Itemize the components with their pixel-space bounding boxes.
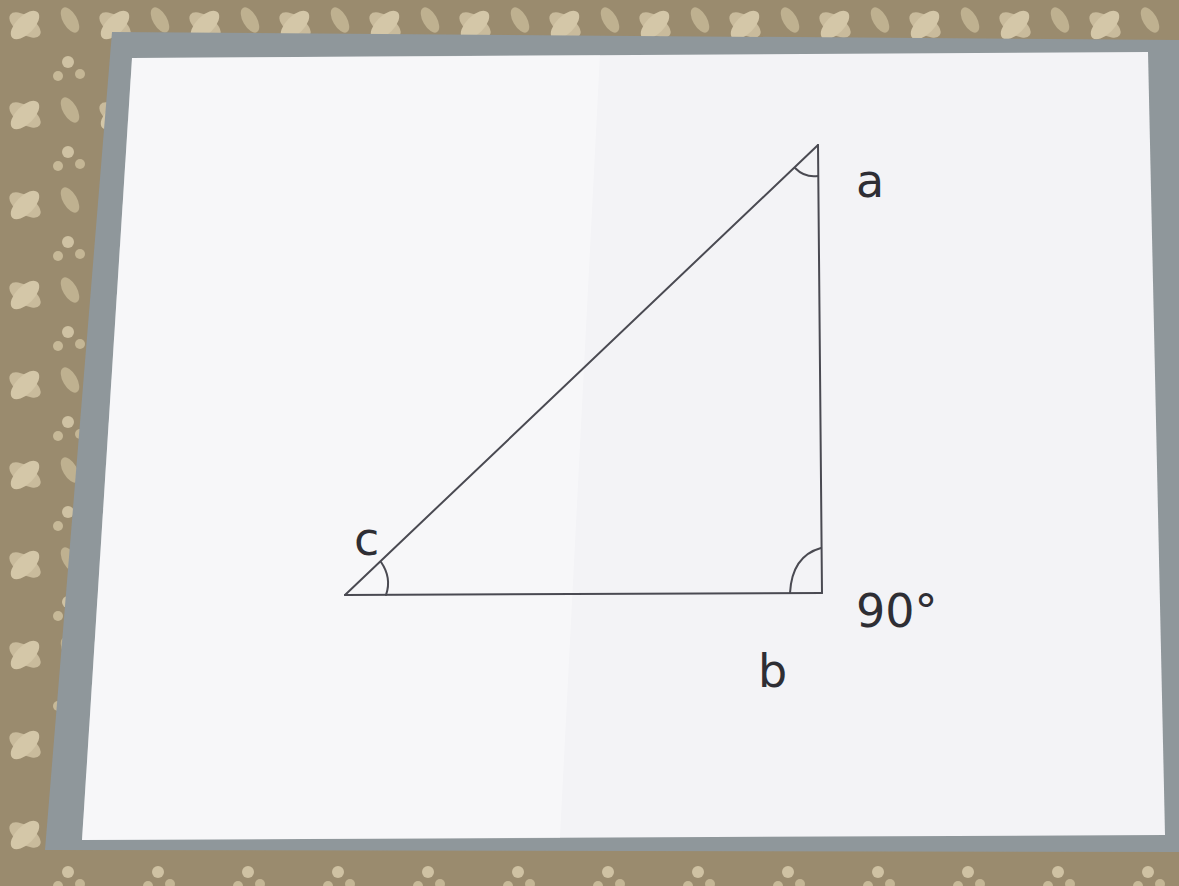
vertex-label: a	[856, 158, 884, 204]
vertical-side	[818, 145, 822, 593]
angle-arc	[790, 548, 821, 593]
grey-board	[45, 32, 1179, 852]
vertex-label: c	[354, 516, 379, 562]
paper-highlight	[82, 55, 600, 840]
triangle	[345, 145, 822, 595]
vertex-label: b	[758, 648, 787, 694]
angle-arc	[795, 168, 818, 176]
hypotenuse-line	[345, 145, 818, 595]
angle-arc	[381, 562, 388, 595]
base-side	[345, 593, 822, 595]
paper-sheet	[82, 52, 1165, 840]
vertex-label: 90°	[856, 588, 938, 634]
